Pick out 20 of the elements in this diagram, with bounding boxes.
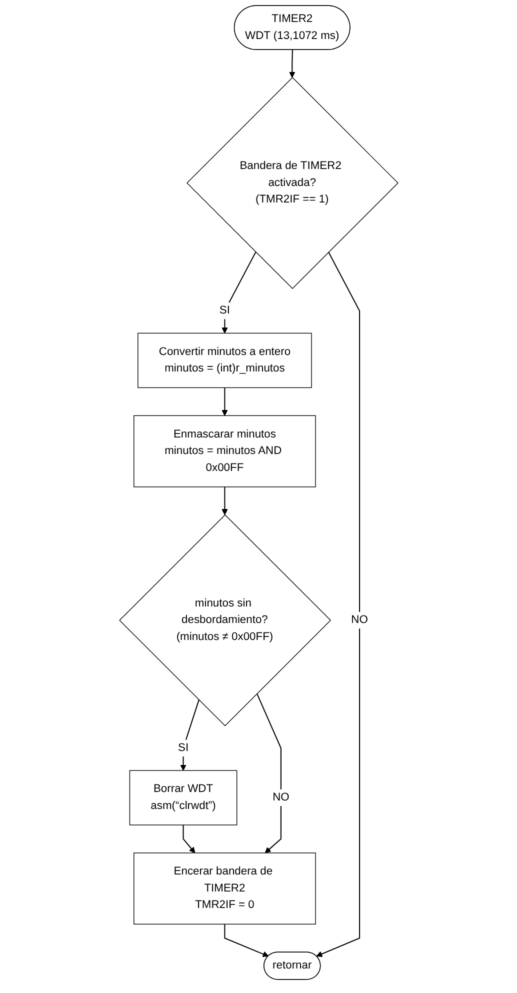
- arrow: [221, 388, 228, 416]
- arrow: [221, 252, 256, 334]
- node-box: [133, 852, 316, 925]
- arrow: [180, 700, 200, 771]
- node-diamond: [186, 77, 398, 289]
- arrow: [256, 693, 282, 854]
- node-diamond: [118, 514, 331, 726]
- node-box: [137, 332, 312, 388]
- flowchart-drawing: SI SI NO NO TIMER2 WDT (13,1072 ms) Bandera de TIMER2 activada? (TMR2IF == 1) Convertir minutos a entero minutos = (int)r_minutos Enmascarar minutos minutos = minutos AND 0x00FF minutos sin desbordamiento? (minutos ≠ 0x00FF) Borrar WDT asm(“clrwdt”) Encerar bandera de TIMER2 TMR2IF = 0 retornar: [114, 0, 404, 985]
- edge-label: SI: [219, 304, 230, 316]
- node-box: [133, 415, 316, 488]
- arrow: [221, 486, 228, 516]
- node-box: [129, 770, 237, 826]
- edge-label: SI: [178, 742, 188, 754]
- arrow: [182, 824, 195, 854]
- arrow: [316, 252, 360, 957]
- edge-label: NO: [272, 791, 290, 804]
- arrow: [224, 924, 268, 957]
- arrow: [288, 50, 295, 78]
- edge-label: NO: [350, 614, 368, 626]
